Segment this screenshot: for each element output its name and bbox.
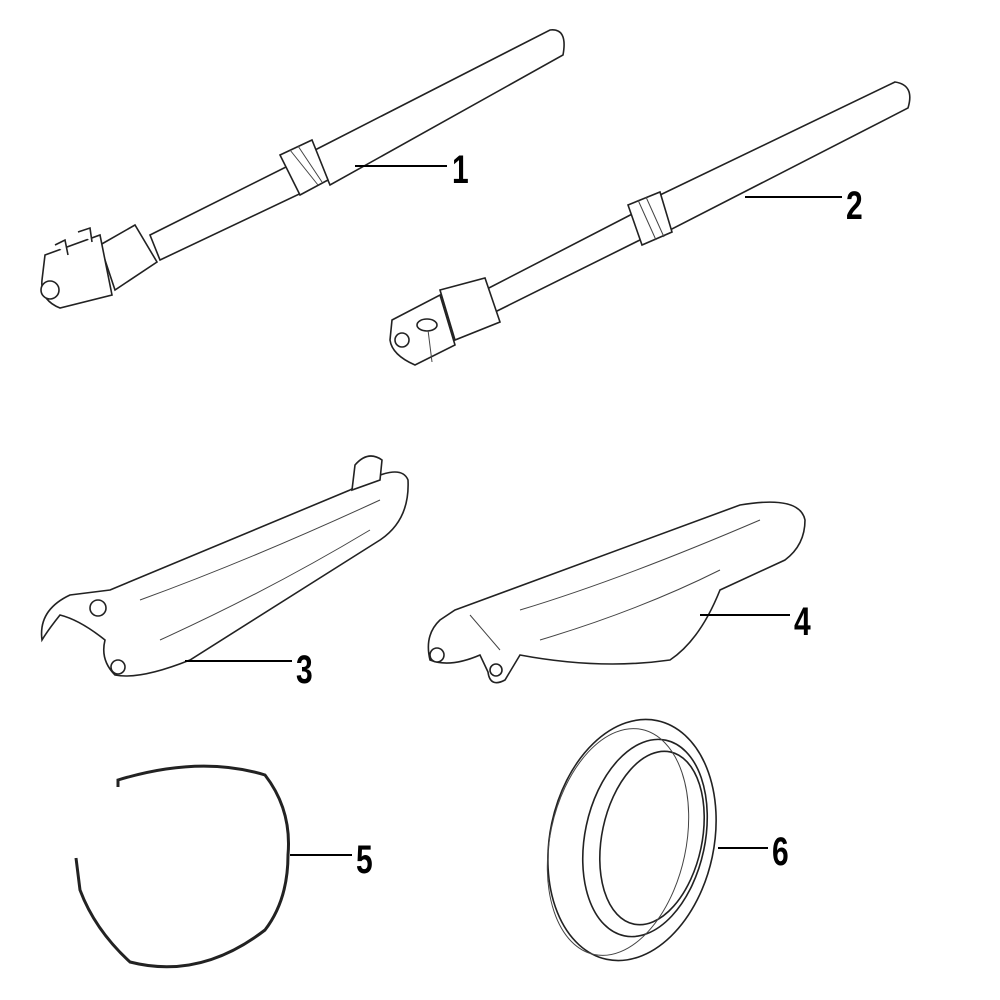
part-2-fork-leg: [389, 81, 911, 366]
callout-1: 1: [452, 148, 469, 192]
callout-5: 5: [356, 838, 373, 882]
callout-6: 6: [772, 830, 789, 874]
part-1-fork-leg: [40, 29, 565, 309]
part-4-fork-guard: [427, 501, 806, 684]
part-5-retaining-clip: [74, 764, 290, 969]
callout-4: 4: [794, 600, 811, 644]
part-6-fork-seal: [546, 718, 717, 962]
callout-2: 2: [846, 184, 863, 228]
callout-3: 3: [296, 648, 313, 692]
part-3-fork-guard: [40, 455, 409, 677]
